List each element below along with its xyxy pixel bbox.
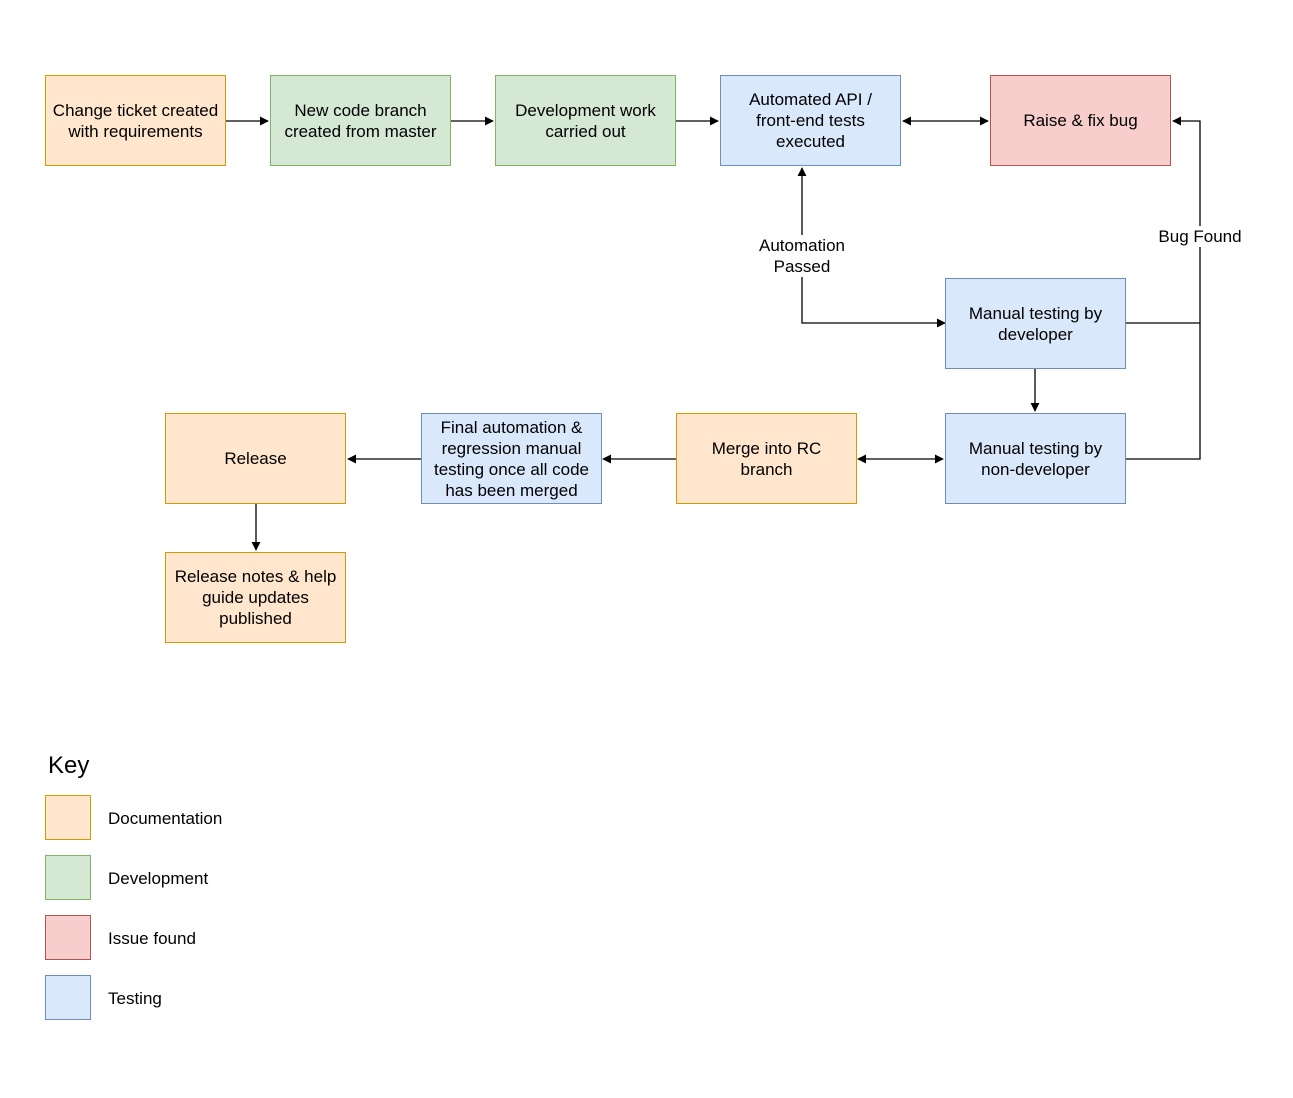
node-manual-nondev-label: Manual testing by non-developer [968, 438, 1103, 479]
node-change-ticket: Change ticket created with requirements [45, 75, 226, 166]
node-change-ticket-label: Change ticket created with requirements [52, 100, 219, 141]
key-label-development: Development [108, 869, 209, 888]
key-swatch-documentation [45, 795, 91, 840]
node-manual-dev-label: Manual testing by developer [968, 303, 1103, 344]
node-final-automation-label: Final automation & regression manual tes… [434, 417, 589, 500]
node-release-notes: Release notes & help guide updates publi… [165, 552, 346, 643]
edge-bug-found-from-dev [1126, 116, 1201, 324]
key-label-issue-found: Issue found [108, 929, 196, 948]
node-raise-fix-bug: Raise & fix bug [990, 75, 1171, 166]
key-swatch-testing [45, 975, 91, 1020]
node-dev-work: Development work carried out [495, 75, 676, 166]
key-label-documentation: Documentation [108, 809, 223, 828]
node-raise-fix-bug-label: Raise & fix bug [1023, 111, 1138, 130]
node-final-automation: Final automation & regression manual tes… [421, 413, 602, 504]
key-title: Key [48, 752, 90, 779]
node-automated-tests-label: Automated API / front-end tests executed [749, 90, 872, 151]
key-swatch-issue-found [45, 915, 91, 960]
edge-label-automation-passed: Automation Passed [752, 235, 852, 277]
node-manual-nondev: Manual testing by non-developer [945, 413, 1126, 504]
node-automated-tests: Automated API / front-end tests executed [720, 75, 901, 166]
node-release-label: Release [224, 449, 287, 468]
edge-automation-passed [797, 167, 946, 328]
key-swatch-development [45, 855, 91, 900]
key-label-testing: Testing [108, 989, 162, 1008]
node-release: Release [165, 413, 346, 504]
edge-bug-found-from-nondev [1126, 323, 1201, 460]
node-manual-dev: Manual testing by developer [945, 278, 1126, 369]
node-merge-rc-label: Merge into RC branch [711, 438, 822, 479]
edge-label-bug-found: Bug Found [1152, 226, 1248, 247]
node-dev-work-label: Development work carried out [515, 100, 656, 141]
node-new-branch-label: New code branch created from master [284, 100, 437, 141]
node-release-notes-label: Release notes & help guide updates publi… [174, 567, 337, 628]
node-new-branch: New code branch created from master [270, 75, 451, 166]
node-merge-rc: Merge into RC branch [676, 413, 857, 504]
